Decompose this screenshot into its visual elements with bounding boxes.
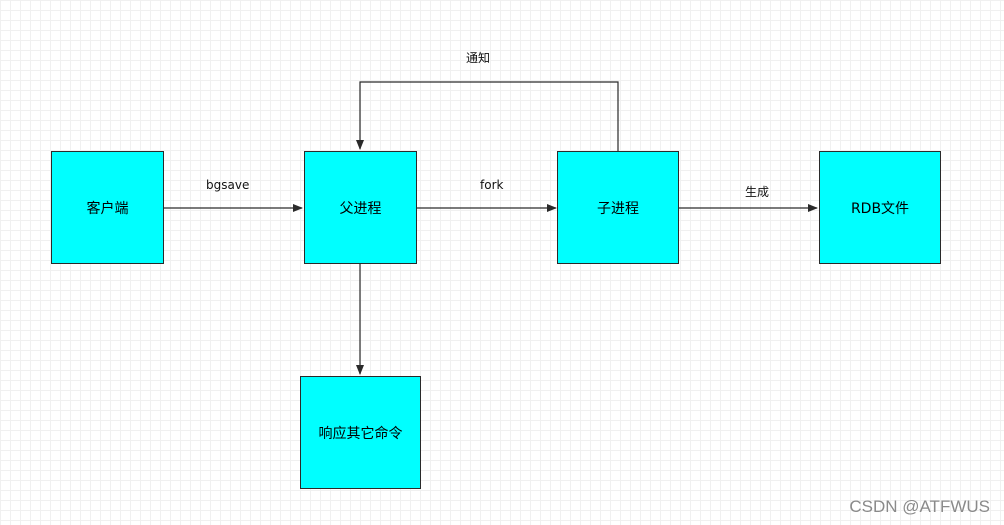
node-parent-process-label: 父进程 [339,200,382,217]
watermark: CSDN @ATFWUS [849,497,990,516]
node-respond-other-commands-label: 响应其它命令 [318,425,403,442]
node-child-process-label: 子进程 [597,200,639,217]
node-client: 客户端 [51,151,164,264]
edge-label-generate: 生成 [745,185,770,199]
node-rdb-file: RDB文件 [819,151,941,264]
node-parent-process: 父进程 [304,151,417,264]
edge-label-fork: fork [480,178,504,192]
node-client-label: 客户端 [86,200,129,217]
node-rdb-file-label: RDB文件 [850,200,910,217]
edge-label-bgsave: bgsave [206,178,250,192]
edge-label-notify: 通知 [466,51,491,65]
node-child-process: 子进程 [557,151,679,264]
arrow-child-notify-parent [356,81,619,151]
node-respond-other-commands: 响应其它命令 [300,376,421,489]
